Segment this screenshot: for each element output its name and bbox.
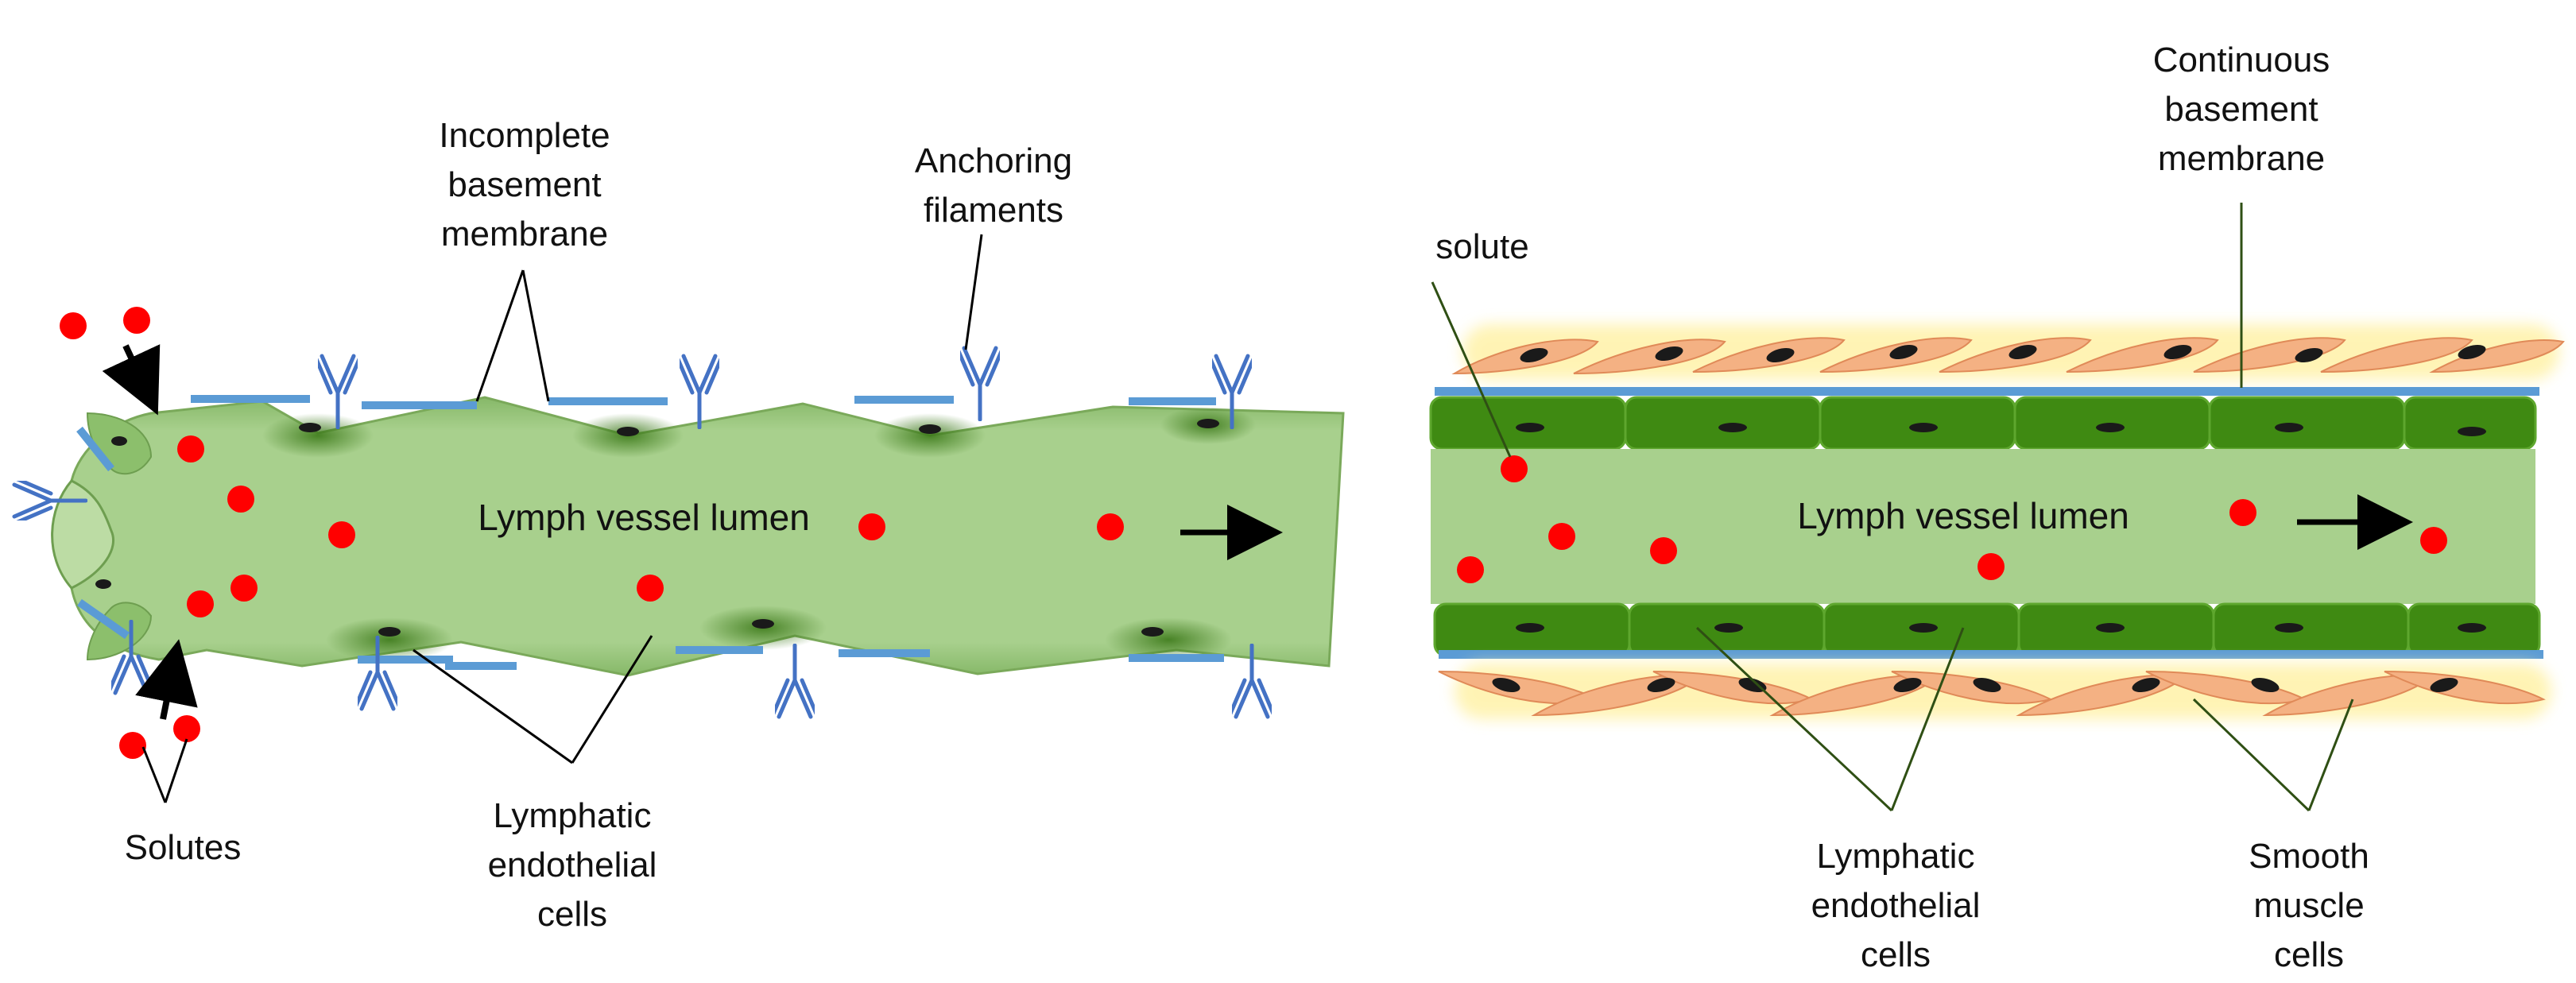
label-line: Incomplete xyxy=(439,116,610,155)
label-line: membrane xyxy=(2157,139,2326,178)
y-shaped-filament-icon xyxy=(773,645,816,717)
right-endothelial-nuclei xyxy=(1516,423,2486,633)
smooth-muscle-cells-label: Smooth muscle cells xyxy=(2214,832,2404,980)
label-line: Smooth xyxy=(2249,837,2369,876)
label-line: Lymphatic xyxy=(493,796,652,835)
label-line: membrane xyxy=(440,215,609,253)
left-solutes xyxy=(60,307,1124,759)
label-line: cells xyxy=(1860,935,1931,974)
left-nuclei xyxy=(95,419,1219,637)
label-line: basement xyxy=(447,165,602,204)
right-vessel-lumen xyxy=(1431,449,2535,604)
right-leader-lines xyxy=(1431,203,2354,812)
label-line: Continuous xyxy=(2152,41,2330,79)
anchoring-filaments-label: Anchoring filaments xyxy=(882,137,1105,235)
arrow-right-icon xyxy=(102,344,161,416)
left-vessel-opening xyxy=(51,479,115,590)
left-lymphatic-endothelial-cells-label: Lymphatic endothelial cells xyxy=(461,791,684,939)
y-shaped-filament-icon xyxy=(959,348,1001,420)
right-basement-membrane-bottom xyxy=(1439,650,2543,659)
arrow-right-icon xyxy=(135,639,198,720)
y-shaped-filament-icon xyxy=(678,356,721,428)
solutes-label: Solutes xyxy=(124,828,242,867)
right-smooth-muscle-top xyxy=(1451,324,2565,380)
left-incomplete-basement-membrane xyxy=(76,395,1224,670)
right-solutes xyxy=(1457,455,2447,583)
left-leader-lines xyxy=(141,234,983,803)
right-endothelial-bottom xyxy=(1433,602,2541,657)
label-line: cells xyxy=(2273,935,2345,974)
solute-label: solute xyxy=(1435,227,1529,266)
label-line: endothelial xyxy=(1811,886,1981,925)
right-endothelial-top xyxy=(1429,396,2537,451)
label-line: Lymphatic xyxy=(1816,837,1975,876)
right-smooth-muscle-bottom xyxy=(1438,664,2551,719)
left-vessel xyxy=(14,234,1345,803)
right-vessel xyxy=(1429,203,2565,812)
right-lymphatic-endothelial-cells-label: Lymphatic endothelial cells xyxy=(1784,832,2007,980)
right-lumen-label: Lymph vessel lumen xyxy=(1797,495,2129,536)
left-lumen-label: Lymph vessel lumen xyxy=(478,497,810,538)
label-line: basement xyxy=(2164,90,2318,129)
label-line: filaments xyxy=(923,191,1064,230)
label-line: Anchoring xyxy=(914,141,1073,180)
right-basement-membrane-top xyxy=(1435,387,2539,396)
label-line: cells xyxy=(537,895,608,934)
label-line: endothelial xyxy=(487,846,657,884)
label-line: muscle xyxy=(2253,886,2365,925)
incomplete-basement-membrane-label: Incomplete basement membrane xyxy=(429,111,620,259)
continuous-basement-membrane-label: Continuous basement membrane xyxy=(2138,36,2345,184)
